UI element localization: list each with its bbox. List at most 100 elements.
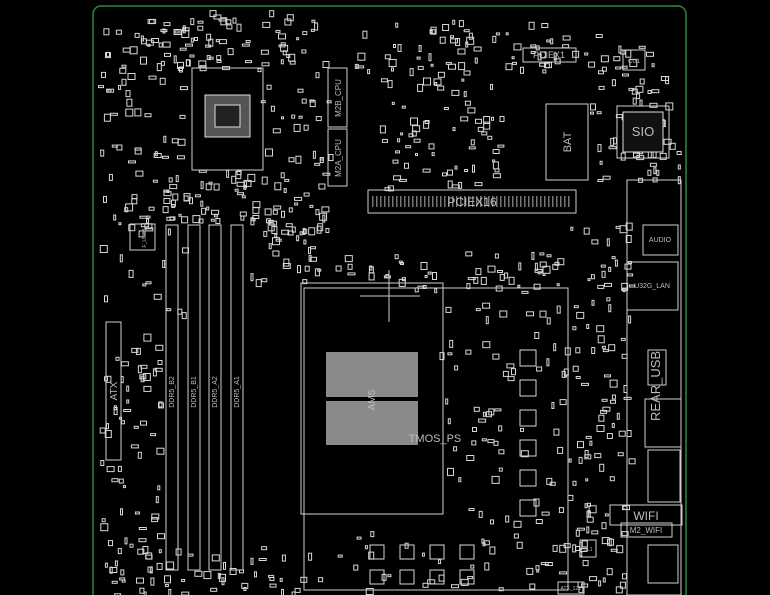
smd-pad (103, 28, 110, 36)
smd-pad (215, 218, 221, 224)
rear-usb-port[interactable]: REAR_USB (644, 349, 682, 503)
smd-pad (431, 152, 435, 157)
smd-pad (120, 508, 123, 516)
smd-pad (368, 551, 375, 560)
smd-pad (475, 308, 481, 312)
dl1-led[interactable]: DL1 (579, 539, 597, 558)
smd-pad (534, 332, 540, 339)
smd-pad (596, 325, 605, 333)
smd-pad (604, 282, 612, 287)
smd-pad (231, 175, 237, 184)
choke-pad (519, 439, 537, 457)
smd-pad (104, 295, 108, 303)
audio-jack[interactable]: AUDIO (642, 224, 679, 256)
smd-pad (629, 59, 638, 68)
smd-pad (467, 107, 476, 114)
smd-pad (401, 105, 406, 109)
smd-pad (160, 60, 165, 66)
am5-socket[interactable]: AM5 TMOS_PS (300, 270, 569, 591)
dimm-ddr5-b1[interactable]: DDR5_B1 (187, 224, 201, 571)
smd-pad (589, 440, 593, 446)
smd-pad (121, 64, 127, 68)
smd-pad (598, 70, 604, 75)
wifi-label: WIFI (633, 509, 658, 523)
smd-pad (535, 519, 543, 524)
smd-pad (335, 265, 342, 272)
atx-12v-connector[interactable]: ATX_12V (557, 581, 585, 595)
smd-pad (561, 370, 566, 378)
smd-pad (583, 227, 590, 235)
smd-pad (218, 39, 227, 45)
smd-pad (556, 283, 560, 287)
wifi-module[interactable]: WIFI (609, 504, 683, 526)
smd-pad (163, 22, 171, 27)
atx-connector[interactable]: ATX (105, 321, 122, 461)
smd-pad (261, 278, 268, 283)
smd-pad (206, 33, 212, 41)
smd-pad (492, 173, 501, 179)
smd-pad (268, 243, 272, 250)
smd-pad (181, 312, 187, 320)
pciex16-slot[interactable]: PCIEX16 (367, 189, 577, 214)
dimm-ddr5-a1[interactable]: DDR5_A1 (230, 224, 244, 571)
smd-pad (297, 88, 304, 93)
smd-pad (280, 42, 286, 46)
smd-pad (483, 116, 491, 124)
smd-pad (415, 153, 418, 156)
smd-pad (145, 552, 153, 560)
smd-pad (149, 18, 157, 24)
smd-pad (99, 427, 106, 434)
smd-pad (134, 511, 140, 515)
smd-pad (511, 368, 516, 376)
smd-pad (150, 433, 157, 437)
smd-pad (539, 51, 546, 59)
bat-holder[interactable]: BAT (545, 103, 589, 181)
slot-pin (524, 196, 526, 207)
top-left-chip[interactable] (191, 67, 264, 171)
smd-pad (282, 50, 287, 56)
smd-pad (302, 31, 308, 36)
smd-pad (546, 358, 550, 367)
smd-pad (119, 67, 127, 74)
smd-pad (428, 53, 432, 62)
smd-pad (621, 65, 628, 69)
cu1-chip[interactable]: CU1 (622, 49, 646, 71)
m2a-cpu-slot[interactable]: M2A_CPU (327, 128, 348, 187)
dimm-ddr5-b2[interactable]: DDR5_B2 (165, 224, 179, 571)
smd-pad (552, 544, 558, 552)
m2b-cpu-slot[interactable]: M2B_CPU (327, 67, 348, 128)
smd-pad (447, 169, 453, 176)
smd-pad (328, 154, 334, 161)
smd-pad (631, 88, 638, 95)
smd-pad (105, 52, 111, 59)
u32g-lan-port[interactable]: U32G_LAN (626, 261, 679, 311)
smd-pad (535, 565, 540, 571)
smd-pad (120, 361, 129, 367)
smd-pad (526, 311, 534, 317)
smd-pad (430, 63, 434, 67)
sio-chip[interactable]: SIO (616, 105, 670, 159)
f-usb3-header[interactable]: F_USB3 (129, 223, 156, 251)
smd-pad (474, 57, 478, 64)
smd-pad (234, 188, 239, 192)
smd-pad (485, 316, 489, 325)
smd-pad (128, 160, 136, 164)
smd-pad (288, 207, 293, 213)
smd-pad (450, 38, 458, 44)
m2-wifi-slot[interactable]: M2_WIFI (620, 522, 673, 538)
smd-pad (451, 89, 460, 96)
smd-pad (536, 569, 540, 573)
dimm-ddr5-a2[interactable]: DDR5_A2 (208, 224, 222, 571)
smd-pad (520, 427, 524, 432)
pciex1-slot[interactable]: PCIEX1 (522, 47, 577, 63)
rear-io-column (626, 179, 682, 595)
smd-pad (173, 55, 177, 64)
smd-pad (272, 128, 281, 134)
smd-pad (572, 480, 577, 486)
smd-pad (468, 146, 476, 150)
smd-pad (492, 161, 499, 170)
smd-pad (495, 32, 500, 36)
smd-pad (380, 78, 388, 83)
slot-pin (552, 196, 554, 207)
